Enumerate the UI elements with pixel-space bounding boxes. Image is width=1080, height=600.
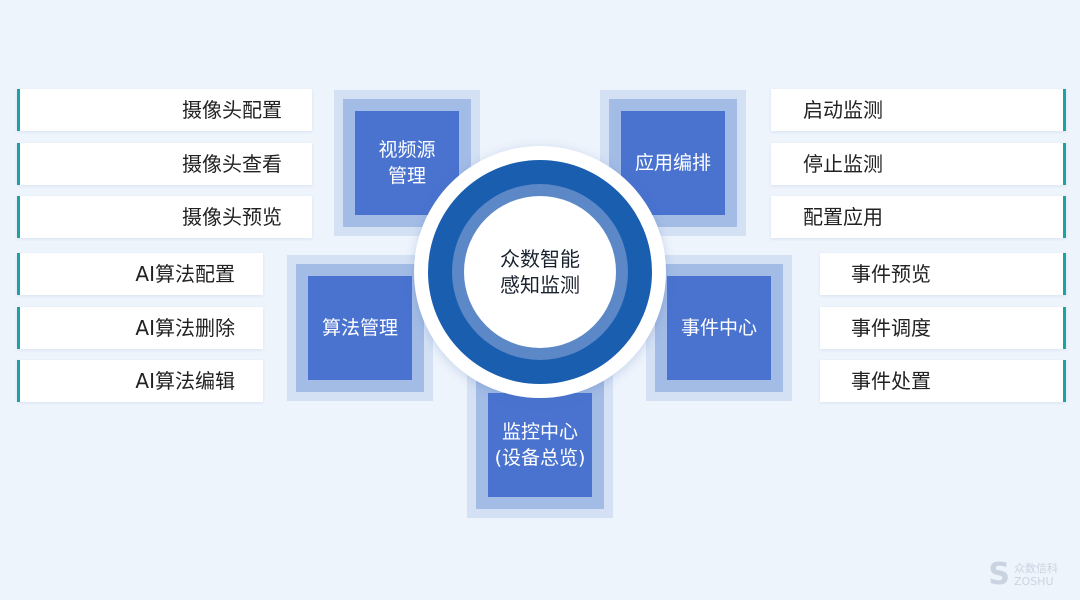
card-label: 配置应用 <box>803 205 883 229</box>
module-label: 视频源 <box>378 139 436 161</box>
card-camera-preview[interactable]: 摄像头预览 <box>17 196 312 238</box>
card-event-handling[interactable]: 事件处置 <box>820 360 1066 402</box>
hub-title-line: 感知监测 <box>500 273 580 297</box>
card-label: 事件处置 <box>851 369 931 393</box>
card-stop-monitoring[interactable]: 停止监测 <box>771 143 1066 185</box>
card-ai-algorithm-edit[interactable]: AI算法编辑 <box>17 360 263 402</box>
card-ai-algorithm-delete[interactable]: AI算法删除 <box>17 307 263 349</box>
hub-title-line: 众数智能 <box>500 247 580 271</box>
card-label: AI算法删除 <box>135 316 235 340</box>
hub-core: 众数智能感知监测 <box>464 196 616 348</box>
module-label: 管理 <box>387 165 426 187</box>
module-label: 监控中心 <box>501 421 578 443</box>
card-camera-view[interactable]: 摄像头查看 <box>17 143 312 185</box>
module-label: 应用编排 <box>634 152 711 174</box>
card-label: 摄像头配置 <box>182 98 282 122</box>
card-config-application[interactable]: 配置应用 <box>771 196 1066 238</box>
card-label: AI算法编辑 <box>135 369 235 393</box>
central-hub[interactable]: 众数智能感知监测 <box>414 146 666 398</box>
module-label: (设备总览) <box>494 447 586 469</box>
card-label: 停止监测 <box>803 152 883 176</box>
card-label: 事件预览 <box>851 262 931 286</box>
module-event-center[interactable]: 事件中心 <box>646 255 792 401</box>
card-camera-config[interactable]: 摄像头配置 <box>17 89 312 131</box>
watermark-text: 众数信科 <box>1014 562 1058 575</box>
hub-inner-ring: 众数智能感知监测 <box>452 184 628 360</box>
hub-outer-ring: 众数智能感知监测 <box>428 160 652 384</box>
card-ai-algorithm-config[interactable]: AI算法配置 <box>17 253 263 295</box>
module-algorithm[interactable]: 算法管理 <box>287 255 433 401</box>
card-event-preview[interactable]: 事件预览 <box>820 253 1066 295</box>
card-label: AI算法配置 <box>135 262 235 286</box>
card-label: 事件调度 <box>851 316 931 340</box>
module-video-source[interactable]: 视频源管理 <box>334 90 480 236</box>
watermark-text: ZOSHU <box>1014 575 1054 588</box>
card-label: 摄像头预览 <box>182 205 282 229</box>
card-event-dispatch[interactable]: 事件调度 <box>820 307 1066 349</box>
module-label: 事件中心 <box>680 317 757 339</box>
card-start-monitoring[interactable]: 启动监测 <box>771 89 1066 131</box>
logo-icon: S <box>988 557 1010 592</box>
module-label: 算法管理 <box>321 317 398 339</box>
card-label: 摄像头查看 <box>182 152 282 176</box>
card-label: 启动监测 <box>803 98 883 122</box>
